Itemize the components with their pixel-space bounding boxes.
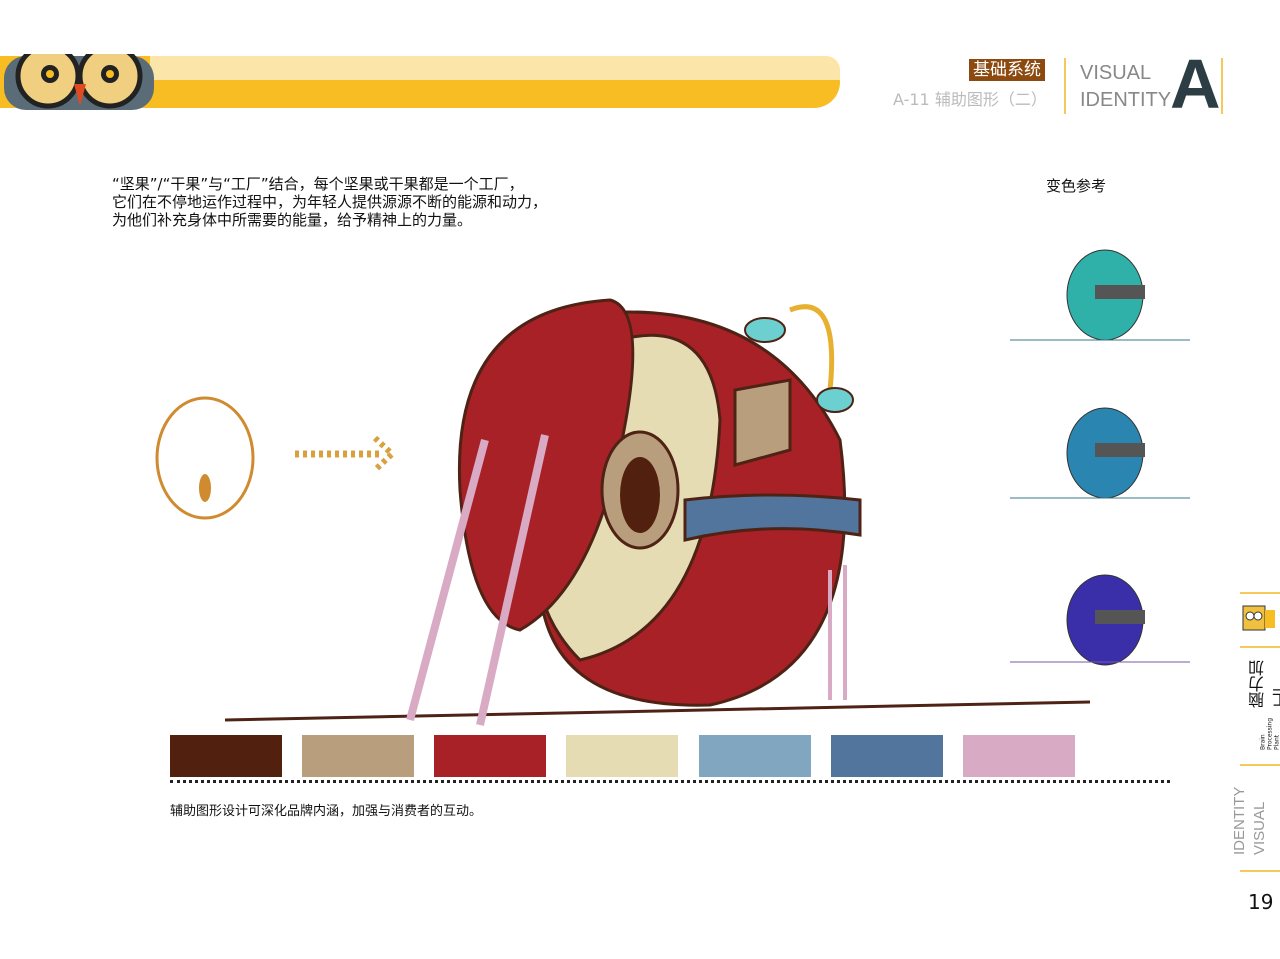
color-variants	[1010, 249, 1190, 666]
header-bar-highlight	[150, 56, 840, 80]
color-swatch	[963, 735, 1075, 777]
vi-line2: IDENTITY	[1080, 89, 1172, 111]
visual-identity-label: VISUAL IDENTITY	[1080, 60, 1171, 114]
caption: 辅助图形设计可深化品牌内涵，加强与消费者的互动。	[170, 804, 483, 819]
variant-teal	[1010, 249, 1190, 341]
color-swatch	[699, 735, 811, 777]
section-tag: 基础系统	[969, 59, 1045, 81]
variant-blue	[1010, 407, 1190, 499]
sidebar-divider	[1240, 646, 1280, 648]
brand-badge-icon	[1242, 605, 1275, 631]
divider	[1221, 58, 1223, 114]
color-swatch	[434, 735, 546, 777]
nut-factory-illustration	[155, 298, 1091, 726]
owl-logo-icon	[4, 54, 154, 110]
brand-name: Brain Processing Plant 脑力加工厂	[1246, 660, 1280, 750]
brand-name-cn: 脑力加工厂	[1248, 659, 1280, 708]
vi-line1: VISUAL	[1080, 62, 1152, 84]
variants-title: 变色参考	[1046, 177, 1107, 195]
section-subtitle: A-11 辅助图形（二）	[893, 90, 1047, 109]
sidebar-divider	[1240, 592, 1280, 594]
dotted-divider	[170, 780, 1170, 783]
brand-name-en: Brain Processing Plant	[1259, 717, 1280, 750]
intro-text: “坚果”/“干果”与“工厂”结合，每个坚果或干果都是一个工厂， 它们在不停地运作…	[112, 175, 548, 229]
color-swatch	[566, 735, 678, 777]
page-number: 19	[1248, 890, 1274, 914]
color-swatch	[302, 735, 414, 777]
sidebar-vi-line1: VISUAL	[1251, 801, 1268, 855]
sidebar-divider	[1240, 870, 1280, 872]
color-swatch	[170, 735, 282, 777]
divider	[1064, 58, 1066, 114]
variant-purple	[1010, 574, 1190, 666]
sidebar-divider	[1240, 764, 1280, 766]
section-letter: A	[1170, 45, 1221, 123]
sidebar-vi-line2: IDENTITY	[1231, 786, 1248, 855]
color-swatch	[831, 735, 943, 777]
